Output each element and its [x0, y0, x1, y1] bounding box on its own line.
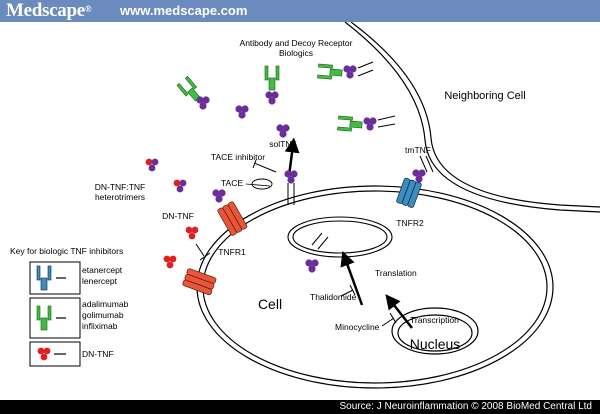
thalidomide-label: Thalidomide — [310, 292, 357, 302]
biologics-title-line1: Antibody and Decoy Receptor — [240, 38, 353, 48]
tnfr2-label: TNFR2 — [396, 218, 424, 228]
tnfr1-label: TNFR1 — [218, 247, 246, 257]
translation-label: Translation — [375, 268, 417, 278]
transcription-arrow — [385, 294, 413, 329]
tmtnf-neighbor-lower — [363, 117, 377, 131]
neighboring-cell-membrane-inner — [350, 22, 600, 208]
tmtnf-neighbor-upper — [343, 65, 357, 79]
dntnf-near-tnfr1 — [163, 255, 177, 269]
tnf-in-organelle — [305, 259, 319, 273]
tnfr1-receptor-lower — [182, 268, 217, 296]
dntnf-molecule — [185, 226, 199, 240]
key-row3: DN-TNF — [82, 349, 114, 359]
hetero-molecule-2 — [173, 179, 187, 193]
cell-membrane-inner — [202, 190, 548, 384]
antibody-neighbor-lower — [337, 115, 363, 133]
neighboring-cell-label: Neighboring Cell — [444, 90, 525, 102]
tace-label: TACE — [221, 178, 243, 188]
heterotrimers-label-line2: heterotrimers — [95, 192, 145, 202]
organelle-inner — [292, 220, 388, 254]
key-row1-line1: etanercept — [82, 265, 123, 275]
key-row1-line2: lenercept — [82, 276, 118, 286]
antibody-top-icon — [264, 65, 280, 91]
footer-bar: Source: J Neuroinflammation © 2008 BioMe… — [0, 400, 600, 414]
tmtnf-label: tmTNF — [405, 145, 431, 155]
neighboring-cell-membrane-outer — [344, 22, 600, 213]
soltnf-label: solTNF — [269, 139, 296, 149]
hetero-molecule-1 — [145, 158, 159, 172]
header-bar: Medscape® www.medscape.com — [0, 0, 600, 22]
nucleus-inner — [397, 314, 473, 352]
tace-enzyme — [251, 178, 273, 190]
medscape-logo[interactable]: Medscape® — [6, 0, 92, 21]
tnf-mechanism-diagram: Antibody and Decoy Receptor Biologics so… — [10, 22, 600, 389]
organelle-outer — [287, 216, 393, 258]
tmtnf-main-cell — [284, 170, 298, 184]
translation-arrow — [340, 250, 364, 306]
soltnf-molecule — [276, 124, 290, 138]
key-row2-line3: infliximab — [82, 321, 118, 331]
key-title: Key for biologic TNF inhibitors — [10, 246, 123, 256]
dntnf-label: DN-TNF — [162, 211, 194, 221]
tnf-on-tnfr1 — [212, 189, 226, 203]
tnf-bound-antibody-top — [265, 91, 279, 105]
heterotrimers-label-line1: DN-TNF:TNF — [95, 182, 146, 192]
tnfr2-receptor — [396, 177, 422, 208]
nucleus-label: Nucleus — [410, 336, 461, 352]
cell-label: Cell — [258, 296, 282, 312]
antibody-neighbor-upper — [317, 63, 343, 81]
transcription-label: Transcription — [410, 315, 459, 325]
key-row2-line1: adalimumab — [82, 299, 129, 309]
site-url[interactable]: www.medscape.com — [120, 3, 248, 18]
key-legend: etanercept lenercept adalimumab golimuma… — [29, 261, 129, 367]
minocycline-label: Minocycline — [335, 322, 380, 332]
nucleus-outer — [391, 307, 479, 355]
free-tnf — [235, 105, 249, 119]
cell-membrane-outer — [196, 185, 554, 389]
tnf-bound-antibody-left — [196, 96, 210, 110]
source-citation: Source: J Neuroinflammation © 2008 BioMe… — [339, 401, 593, 412]
biologics-title-line2: Biologics — [279, 48, 313, 58]
tnfr1-receptor-upper — [217, 201, 248, 236]
tace-inhibitor-label: TACE inhibitor — [211, 152, 265, 162]
key-row2-line2: golimumab — [82, 310, 124, 320]
